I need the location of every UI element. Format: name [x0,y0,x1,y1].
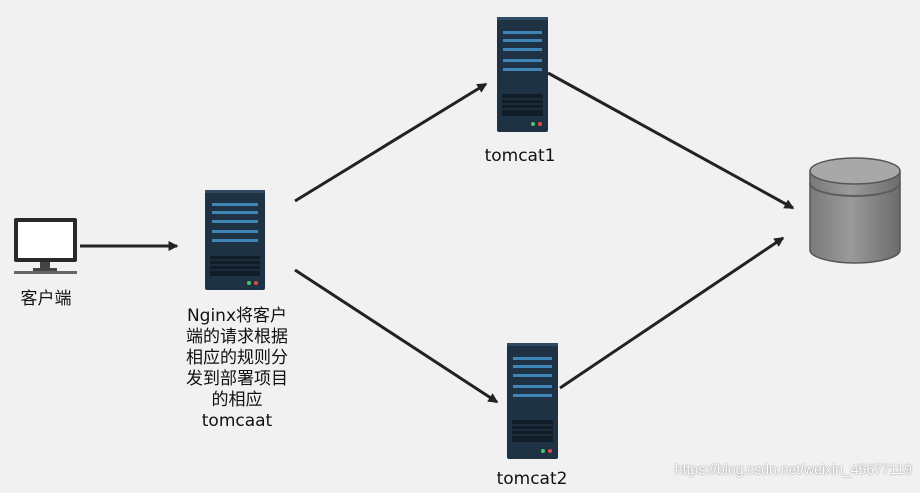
nginx-description-line: 发到部署项目 [186,369,288,389]
nginx-description-line: 端的请求根据 [186,327,288,347]
tomcat1-label: tomcat1 [484,146,556,166]
nginx-description-line: tomcaat [201,411,273,431]
watermark: https://blog.csdn.net/weixin_45677119 [674,461,912,477]
arrow-nginx-to-tomcat2 [294,268,499,404]
tomcat2-label: tomcat2 [496,469,568,489]
tomcat1-server-icon [497,17,548,132]
tomcat2-server-icon [507,343,558,459]
arrows [80,71,795,404]
nginx-description-line: Nginx将客户 [186,306,288,326]
database-icon [809,157,901,264]
arrow-tomcat1-to-database [547,71,795,210]
nginx-description-line: 相应的规则分 [186,348,288,368]
client-monitor-icon [14,218,77,274]
arrow-nginx-to-tomcat1 [294,82,488,203]
client-label: 客户端 [20,289,72,309]
nginx-description-line: 的相应 [211,390,263,410]
nginx-server-icon [205,190,265,290]
nginx-description: Nginx将客户 端的请求根据 相应的规则分 发到部署项目 的相应 tomcaa… [168,306,306,432]
arrow-tomcat2-to-database [559,236,785,390]
